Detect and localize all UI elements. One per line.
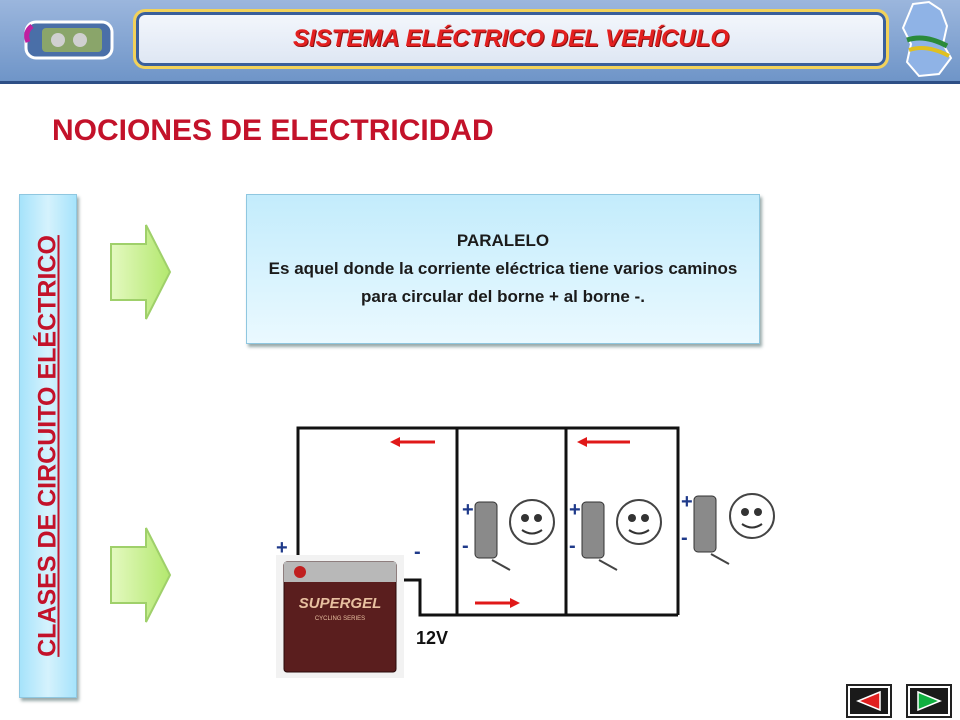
page-title: NOCIONES DE ELECTRICIDAD [52, 114, 494, 147]
lamp-icon [581, 499, 662, 571]
lamp-minus-label: - [569, 535, 576, 557]
lamp-plus-label: + [681, 491, 693, 513]
lamp-plus-label: + [569, 499, 581, 521]
lamp-minus-label: - [681, 527, 688, 549]
lamp-minus-label: - [462, 535, 469, 557]
definition-title: PARALELO [456, 231, 550, 250]
parallel-circuit-diagram: + - + - + - + - SUPERGEL CYCLING SERIES … [276, 426, 775, 678]
side-label: CLASES DE CIRCUITO ELÉCTRICO [33, 235, 62, 657]
battery-series: CYCLING SERIES [315, 616, 365, 622]
header-title-box: SISTEMA ELÉCTRICO DEL VEHÍCULO [133, 9, 889, 69]
battery-icon: SUPERGEL CYCLING SERIES [276, 555, 404, 678]
right-arrow-icon [110, 527, 172, 623]
engine-logo-icon [24, 20, 114, 60]
lamp-icon [474, 499, 555, 571]
right-triangle-icon [917, 690, 942, 712]
right-arrow-icon [110, 224, 172, 320]
previous-slide-button[interactable] [846, 684, 892, 718]
battery-brand: SUPERGEL [299, 595, 382, 612]
circuit-wires [296, 426, 680, 617]
header-title: SISTEMA ELÉCTRICO DEL VEHÍCULO [292, 25, 730, 52]
battery-voltage-label: 12V [416, 628, 448, 648]
header-banner: SISTEMA ELÉCTRICO DEL VEHÍCULO [0, 0, 960, 84]
battery-plus-label: + [276, 537, 288, 559]
polarity-labels: + - + - + - + - [276, 491, 693, 563]
definition-box: PARALELO Es aquel donde la corriente elé… [246, 194, 760, 344]
next-slide-button[interactable] [906, 684, 952, 718]
definition-text: Es aquel donde la corriente eléctrica ti… [268, 259, 738, 306]
lamp-plus-label: + [462, 499, 474, 521]
region-map-icon [901, 0, 953, 78]
lamp-icon [693, 493, 775, 565]
left-triangle-icon [856, 690, 881, 712]
battery-minus-label: - [414, 541, 421, 563]
side-label-box: CLASES DE CIRCUITO ELÉCTRICO [19, 194, 77, 698]
current-arrows [390, 437, 630, 608]
